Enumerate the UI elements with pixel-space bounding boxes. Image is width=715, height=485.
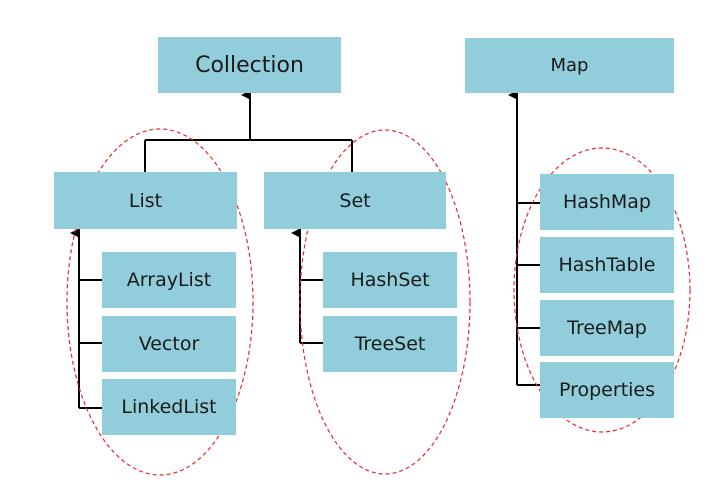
treemap-label: TreeMap [567,317,647,339]
arraylist-box: ArrayList [102,252,236,308]
treeset-label: TreeSet [354,333,426,355]
set-label: Set [339,189,371,212]
set-connectors [291,228,323,344]
set-group-outline [299,129,471,475]
collection-connectors [144,90,353,172]
treemap-box: TreeMap [540,300,674,356]
hashmap-box: HashMap [540,174,674,230]
properties-label: Properties [558,379,656,401]
arraylist-label: ArrayList [126,269,212,291]
collection-box: Collection [158,37,341,93]
vector-label: Vector [138,333,200,355]
list-group-outline [66,128,254,476]
list-label: List [128,189,163,212]
hashset-label: HashSet [350,269,430,291]
map-group-outline [513,147,691,433]
map-label: Map [550,55,589,76]
list-box: List [54,172,237,229]
linkedlist-box: LinkedList [102,379,236,435]
set-box: Set [264,172,446,229]
hashmap-label: HashMap [563,191,651,213]
properties-box: Properties [540,362,674,418]
hashset-box: HashSet [323,252,457,308]
list-connectors [70,228,102,409]
map-connectors [508,90,540,386]
vector-box: Vector [102,316,236,372]
hashtable-label: HashTable [558,254,656,276]
linkedlist-label: LinkedList [121,396,217,418]
hashtable-box: HashTable [540,237,674,293]
treeset-box: TreeSet [323,316,457,372]
group-outlines [66,128,691,476]
map-box: Map [465,38,674,93]
collection-label: Collection [195,52,304,78]
